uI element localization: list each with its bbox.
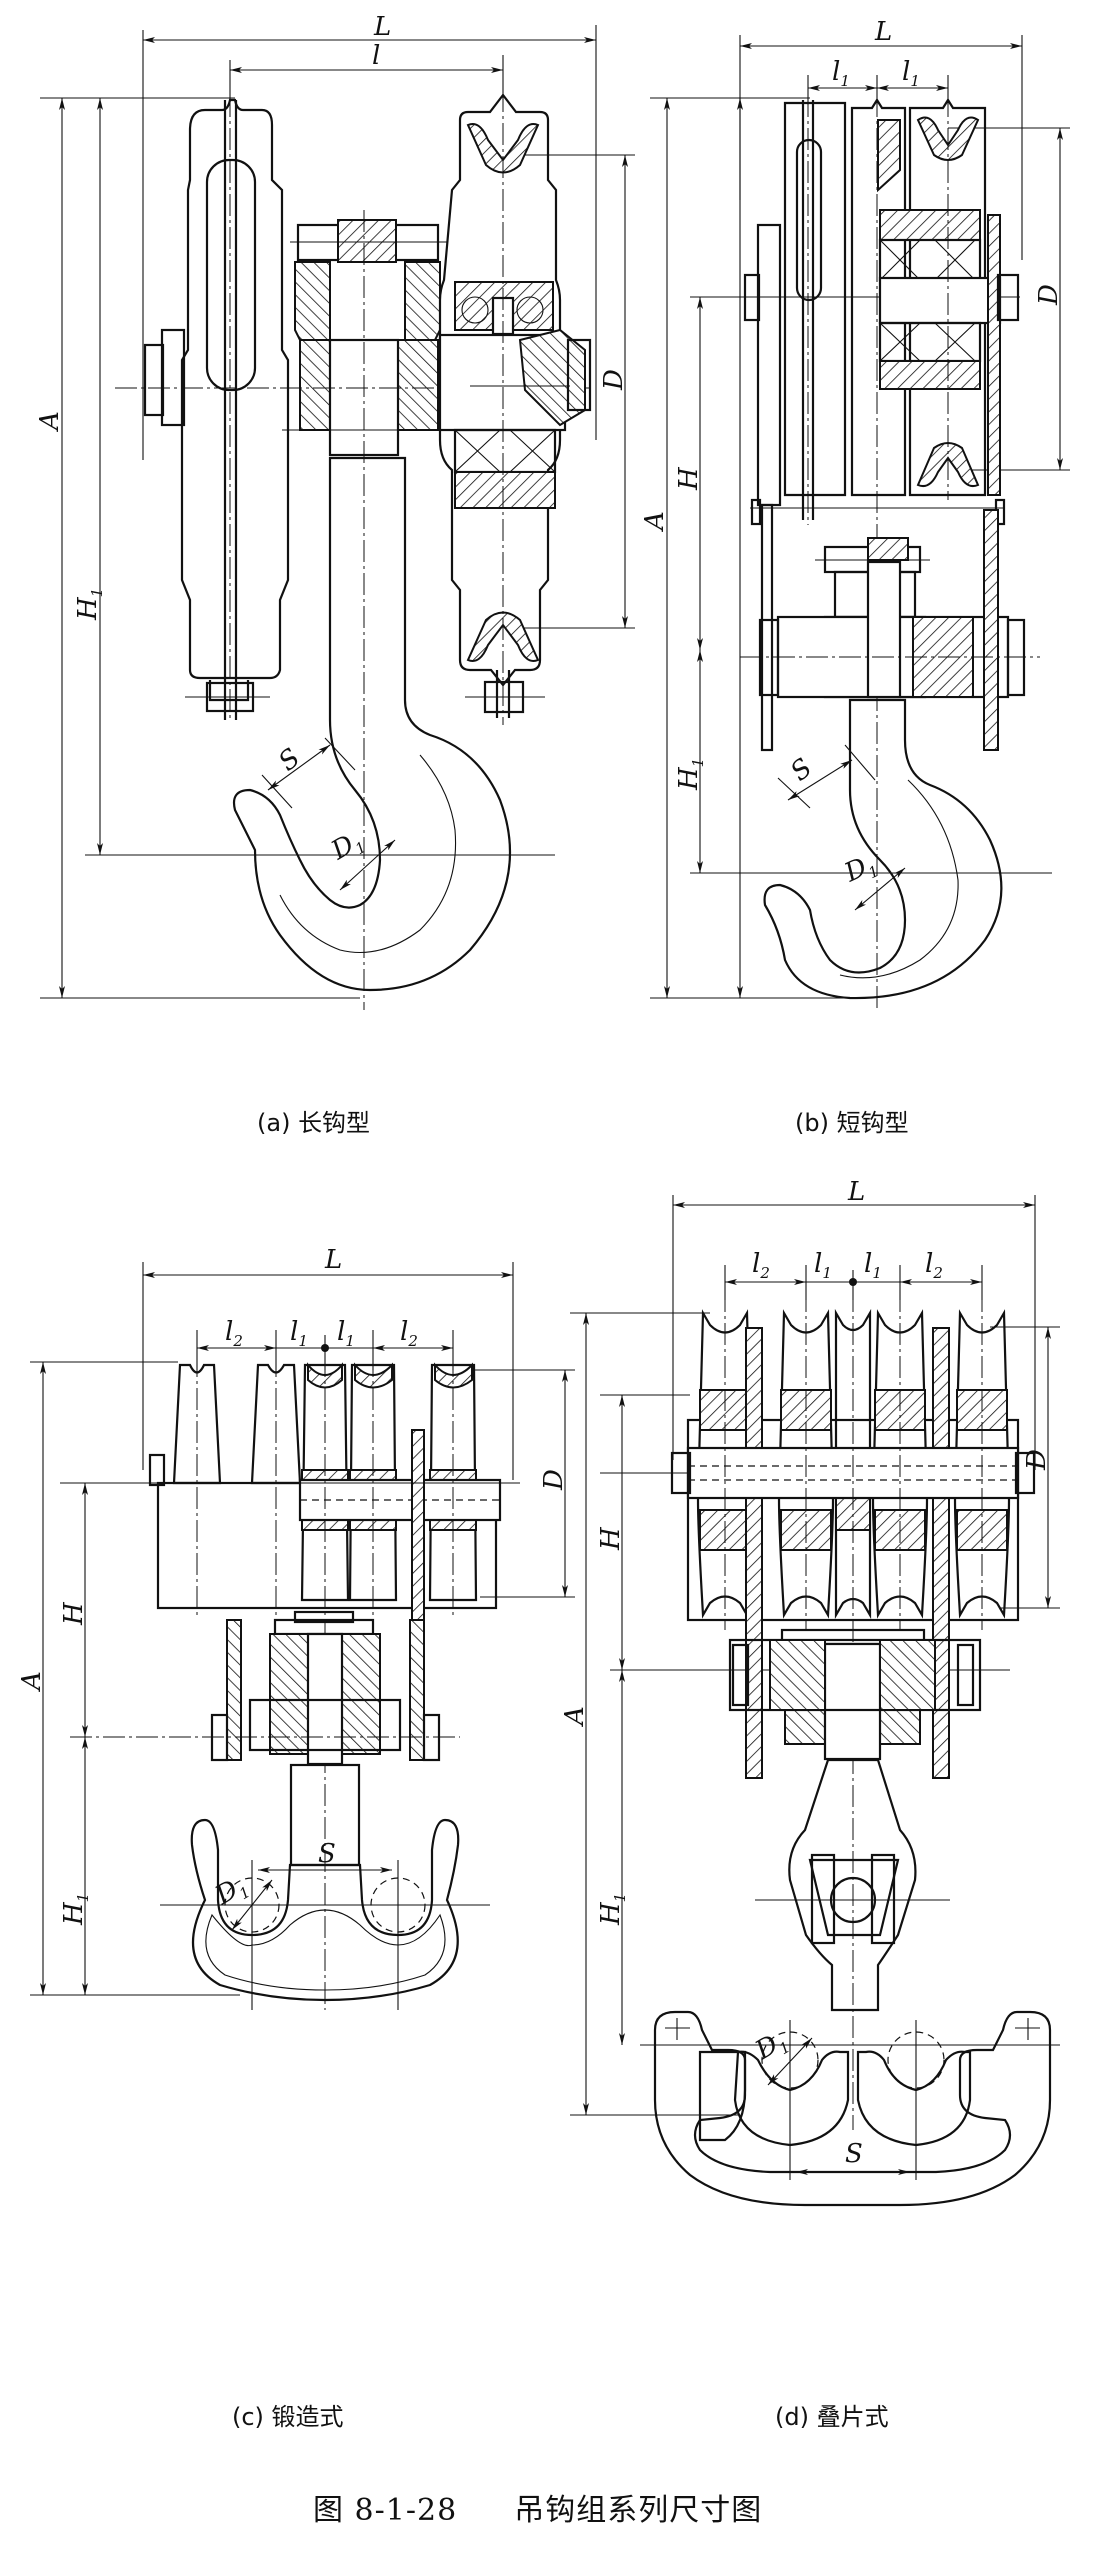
- crosshead-d: [728, 1628, 982, 1761]
- sheave-stack-b: [743, 95, 1020, 1010]
- subfigure-c-label: (c) 锻造式: [232, 2403, 344, 2431]
- label-H: H: [674, 466, 704, 491]
- right-sheave-a: [438, 90, 592, 725]
- label-l1: l: [814, 1249, 822, 1279]
- crosshead-a: [282, 210, 450, 1010]
- label-l1: l: [832, 57, 840, 87]
- label-l1: l: [337, 1317, 345, 1347]
- dim-A-b: A: [640, 97, 850, 999]
- svg-text:H1: H1: [73, 588, 106, 621]
- label-L: L: [324, 1245, 342, 1275]
- subfigure-a-long-hook: L l A H1 D: [35, 12, 635, 1010]
- svg-text:l1: l1: [832, 57, 850, 90]
- svg-text:H1: H1: [596, 1893, 629, 1926]
- dim-l1-b: l1 l1: [807, 57, 949, 105]
- label-l2: l: [925, 1249, 933, 1279]
- figure-title: 吊钩组系列尺寸图: [514, 2493, 763, 2528]
- svg-text:D1: D1: [750, 2025, 794, 2069]
- label-D: D: [599, 369, 629, 391]
- hook-a: S D1: [85, 456, 555, 992]
- svg-text:D1: D1: [326, 825, 370, 869]
- label-L: L: [847, 1177, 865, 1207]
- dim-l-c: l2 l1 l1 l2: [196, 1317, 454, 1370]
- svg-text:l1: l1: [864, 1249, 882, 1282]
- dim-A-d: A: [560, 1312, 740, 2116]
- subfigure-a-label: (a) 长钩型: [257, 1109, 371, 1137]
- label-l2: l: [400, 1317, 408, 1347]
- dim-D-a: D: [520, 154, 635, 629]
- label-S: S: [845, 2139, 863, 2169]
- figure-caption: 图 8-1-28 吊钩组系列尺寸图: [313, 2485, 762, 2529]
- svg-text:H1: H1: [674, 758, 707, 791]
- svg-text:l2: l2: [400, 1317, 418, 1350]
- crosshead-b: [740, 503, 1040, 752]
- svg-text:l1: l1: [902, 57, 920, 90]
- label-H: H: [596, 1526, 626, 1551]
- svg-text:l1: l1: [337, 1317, 355, 1350]
- label-A: A: [640, 511, 670, 532]
- laminated-hook-d: S D1: [640, 1758, 1060, 2207]
- dim-A-a: A: [35, 97, 360, 999]
- svg-text:l1: l1: [290, 1317, 308, 1350]
- label-l1: l: [864, 1249, 872, 1279]
- label-H1: H: [59, 1901, 89, 1926]
- subfigure-d-label: (d) 叠片式: [775, 2403, 889, 2431]
- label-l1: l: [902, 57, 910, 87]
- label-H1: H: [596, 1901, 626, 1926]
- label-S: S: [318, 1839, 336, 1869]
- label-H1: H: [674, 766, 704, 791]
- svg-text:l2: l2: [752, 1249, 770, 1282]
- dim-l-d: l2 l1 l1 l2: [724, 1249, 983, 1300]
- subfigure-c-forged: L l2 l1 l1 l2 A H: [17, 1245, 575, 2010]
- sheave-block-c: [60, 1355, 520, 2010]
- svg-text:H1: H1: [59, 1893, 92, 1926]
- label-A: A: [35, 411, 65, 432]
- label-L: L: [373, 12, 391, 42]
- label-A: A: [17, 1671, 47, 1692]
- label-S: S: [785, 753, 818, 787]
- dim-l-a: l: [229, 41, 504, 100]
- label-l2: l: [225, 1317, 233, 1347]
- dim-D-d: D: [990, 1326, 1060, 1609]
- label-l: l: [372, 41, 380, 71]
- dim-L-d: L: [672, 1177, 1036, 1470]
- svg-text:l2: l2: [925, 1249, 943, 1282]
- dim-D-c: D: [470, 1369, 575, 1598]
- subfigure-b-short-hook: L l1 l1 A H H1: [640, 17, 1070, 1010]
- svg-text:D1: D1: [210, 1870, 254, 1914]
- subfigure-d-laminated: L l2 l1 l1 l2 A H: [560, 1177, 1060, 2207]
- sheave-stack-d: [600, 1290, 1036, 2130]
- crosshead-c: [70, 1610, 460, 1867]
- label-A: A: [560, 1706, 590, 1727]
- label-l2: l: [752, 1249, 760, 1279]
- label-L: L: [874, 17, 892, 47]
- svg-text:l2: l2: [225, 1317, 243, 1350]
- label-D: D: [539, 1469, 569, 1491]
- ramshorn-hook-c: S D1: [160, 1818, 490, 2010]
- label-D: D: [1034, 284, 1064, 306]
- label-D: D: [1022, 1449, 1052, 1471]
- label-H1: H: [73, 596, 103, 621]
- svg-text:l1: l1: [814, 1249, 832, 1282]
- figure-number: 图 8-1-28: [313, 2493, 458, 2528]
- left-sheave-a: [143, 95, 290, 720]
- label-H: H: [59, 1601, 89, 1626]
- dim-H1-c: H1: [59, 1737, 92, 1995]
- subfigure-b-label: (b) 短钩型: [795, 1109, 909, 1137]
- label-S: S: [273, 743, 306, 777]
- label-l1: l: [290, 1317, 298, 1347]
- dim-H1-d: H1: [596, 1670, 629, 2045]
- dim-L-c: L: [142, 1245, 514, 1480]
- dim-H-c: H: [59, 1482, 220, 1737]
- dim-A-c: A: [17, 1361, 240, 1996]
